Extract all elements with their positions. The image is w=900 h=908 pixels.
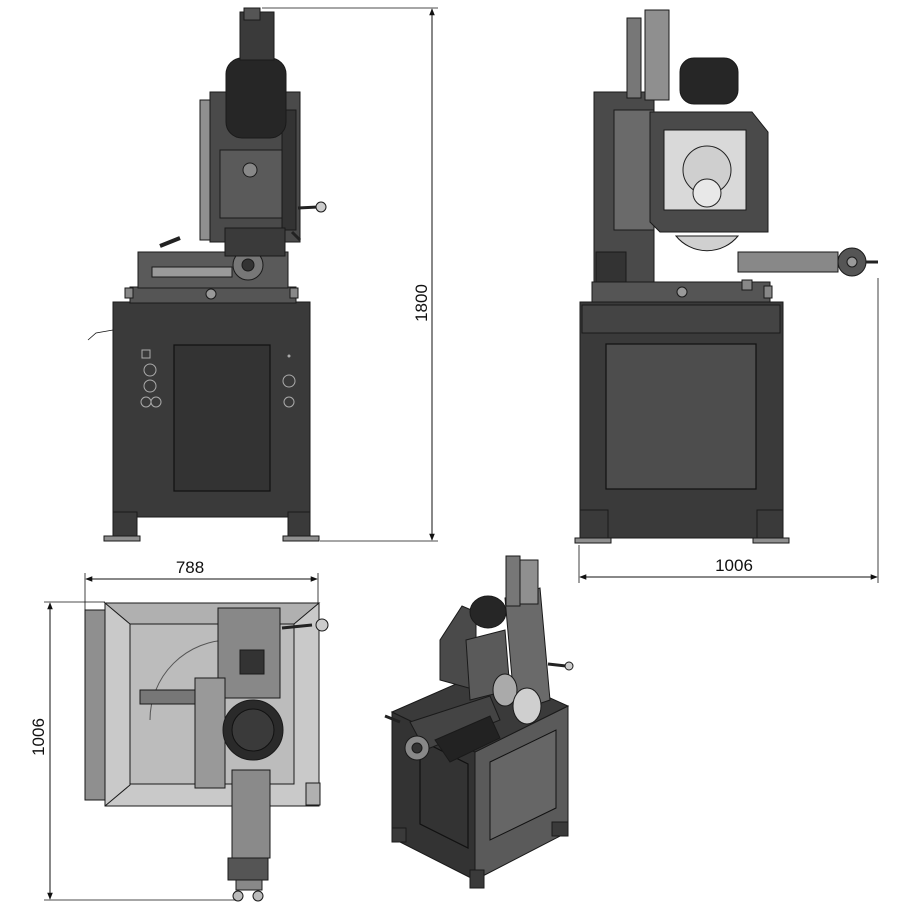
dimension-top-depth: 1006 — [29, 601, 236, 901]
isometric-view — [384, 555, 574, 889]
top-width-label: 788 — [176, 558, 204, 577]
top-view — [84, 602, 329, 902]
front-view — [87, 7, 327, 542]
height-label: 1800 — [412, 284, 431, 322]
side-depth-label: 1006 — [715, 556, 753, 575]
dimension-height: 1800 — [262, 7, 438, 542]
dimension-top-width: 788 — [84, 558, 319, 610]
dimension-side-depth: 1006 — [578, 278, 879, 583]
top-depth-label: 1006 — [29, 718, 48, 756]
side-view — [574, 9, 878, 544]
